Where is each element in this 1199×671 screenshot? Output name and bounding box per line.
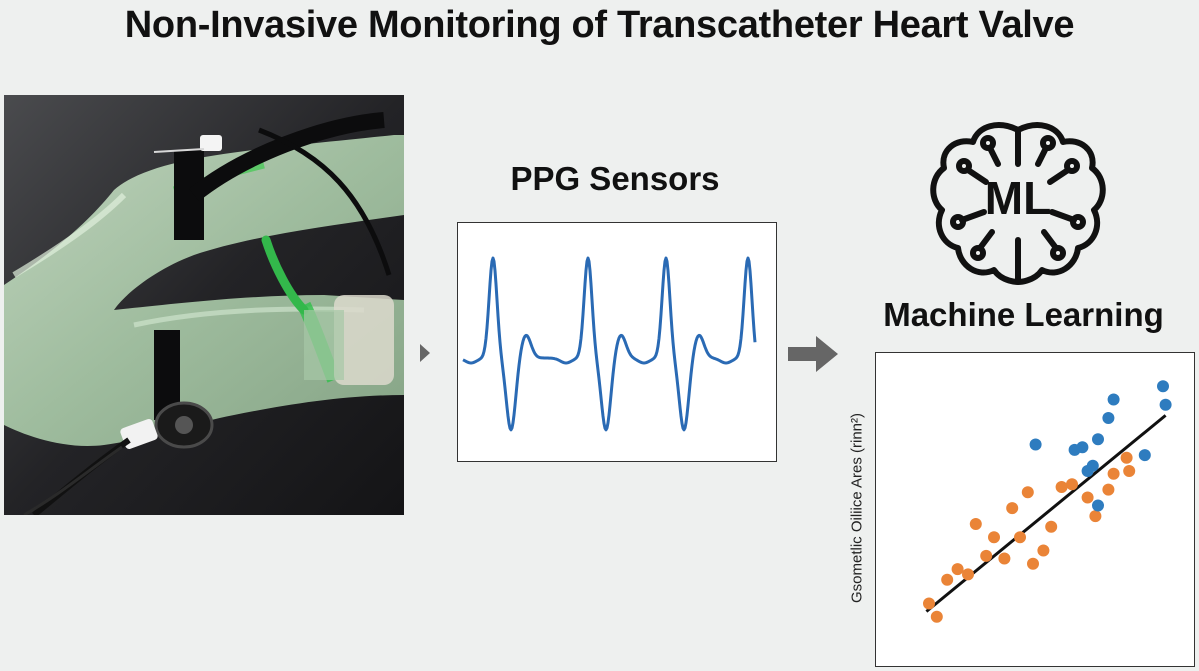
scatter-point: [1055, 480, 1068, 493]
brain-icon: ML: [930, 122, 1106, 285]
scatter-point: [1092, 433, 1104, 446]
scatter-point: [962, 568, 974, 581]
scatter-point: [1102, 483, 1115, 496]
ml-title: Machine Learning: [883, 296, 1164, 333]
scatter-point: [951, 563, 964, 576]
scatter-point: [1066, 478, 1078, 491]
ppg-waveform: [462, 256, 757, 432]
scatter-point: [930, 610, 943, 623]
scatter-point: [1123, 465, 1136, 478]
scatter-point: [1076, 441, 1089, 454]
scatter-point: [1092, 499, 1104, 512]
valve-phantom-photo: [4, 95, 404, 515]
small-arrow-icon: [420, 344, 430, 362]
scatter-point: [1089, 510, 1102, 523]
scatter-point: [1029, 438, 1042, 451]
scatter-plot-panel: [875, 352, 1195, 667]
scatter-point: [988, 531, 1000, 544]
main-title: Non-Invasive Monitoring of Transcatheter…: [124, 4, 1075, 46]
scatter-point: [923, 597, 935, 610]
scatter-point: [1138, 449, 1151, 462]
scatter-point: [1157, 380, 1169, 393]
scatter-point: [1081, 491, 1094, 504]
trend-line: [925, 414, 1167, 613]
brain-ml-label: ML: [985, 172, 1051, 224]
scatter-point: [1159, 398, 1172, 411]
scatter-point: [1027, 557, 1039, 570]
scatter-point: [1107, 467, 1120, 480]
ppg-waveform-panel: [457, 222, 777, 462]
scatter-point: [1107, 393, 1120, 406]
scatter-point: [941, 573, 954, 586]
scatter-point: [980, 549, 993, 562]
right-arrow-icon: [788, 336, 838, 372]
scatter-point: [1014, 531, 1026, 544]
scatter-point: [1102, 412, 1115, 425]
scatter-point: [1086, 459, 1099, 472]
scatter-point: [1021, 486, 1034, 499]
scatter-point: [1045, 520, 1058, 533]
scatter-point: [1120, 451, 1133, 464]
y-axis-label: Gsometlic Oiliice Ares (rinn²): [848, 412, 866, 604]
scatter-point: [1006, 502, 1019, 515]
scatter-point: [1037, 544, 1050, 557]
scatter-point: [969, 518, 982, 531]
scatter-point: [998, 552, 1011, 565]
ppg-title: PPG Sensors: [510, 160, 720, 197]
